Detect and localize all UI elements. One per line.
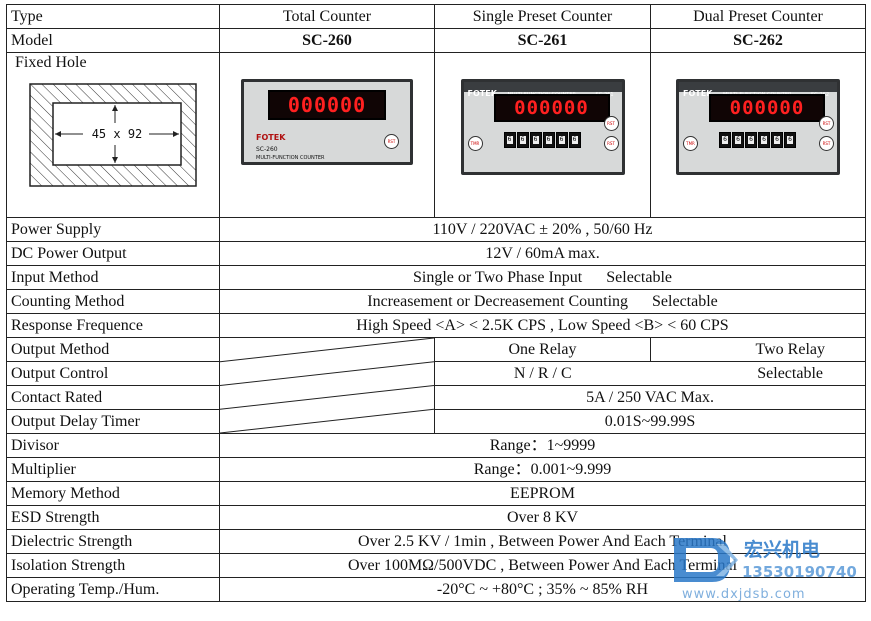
row-label: Counting Method [6, 289, 220, 314]
spec-row: Input Method Single or Two Phase Input S… [6, 265, 866, 290]
sc260-model-text: SC-260 [256, 146, 278, 153]
sc261-rst-bottom: RST [603, 136, 619, 151]
output-control-value: N / R / C [434, 361, 651, 386]
sc261-display: 000000 [493, 94, 610, 122]
row-label: Dielectric Strength [6, 529, 220, 554]
model-sc260: SC-260 [219, 28, 435, 53]
row-label: Power Supply [6, 217, 220, 242]
row-value: EEPROM [219, 481, 866, 506]
spec-row: Divisor Range：1~9999 [6, 433, 866, 458]
contact-rated-value: 5A / 250 VAC Max. [434, 385, 866, 410]
hole-dimension: 45 x 92 [92, 127, 143, 141]
row-value: Range：1~9999 [219, 433, 866, 458]
row-value: -20°C ~ +80°C ; 35% ~ 85% RH [219, 577, 866, 602]
sc261-brand: FOTEK [467, 89, 497, 98]
sc260-sub-text: MULTI-FUNCTION COUNTER [256, 155, 325, 161]
sc262-image-cell: FOTEK MULTI-FUNCTION COUNTER SC-262 0000… [650, 52, 866, 218]
spec-row: Isolation Strength Over 100MΩ/500VDC , B… [6, 553, 866, 578]
model-sc261: SC-261 [434, 28, 651, 53]
type-label: Type [6, 4, 220, 29]
output-method-label: Output Method [6, 337, 220, 362]
row-label: Isolation Strength [6, 553, 220, 578]
fixed-hole-cell: Fixed Hole [6, 52, 220, 218]
output-control-row: Output Control N / R / C Selectable [6, 361, 866, 386]
row-label: Memory Method [6, 481, 220, 506]
spec-row: Response Frequence High Speed <A> < 2.5K… [6, 313, 866, 338]
type-row: Type Total Counter Single Preset Counter… [6, 4, 866, 29]
header-total-counter: Total Counter [219, 4, 435, 29]
row-value: 12V / 60mA max. [219, 241, 866, 266]
spec-row: DC Power Output 12V / 60mA max. [6, 241, 866, 266]
row-value: Over 8 KV [219, 505, 866, 530]
spec-table: Type Total Counter Single Preset Counter… [6, 4, 866, 602]
spec-row: ESD Strength Over 8 KV [6, 505, 866, 530]
output-control-label: Output Control [6, 361, 220, 386]
fixed-hole-diagram: 45 x 92 [29, 83, 197, 187]
output-delay-value: 0.01S~99.99S [434, 409, 866, 434]
row-value: Single or Two Phase Input Selectable [219, 265, 866, 290]
row-value: Over 100MΩ/500VDC , Between Power And Ea… [219, 553, 866, 578]
contact-rated-label: Contact Rated [6, 385, 220, 410]
sc260-device: 000000 FOTEK SC-260 MULTI-FUNCTION COUNT… [241, 79, 413, 165]
row-label: Operating Temp./Hum. [6, 577, 220, 602]
spec-row: Dielectric Strength Over 2.5 KV / 1min ,… [6, 529, 866, 554]
output-control-note: Selectable [650, 361, 866, 386]
spec-row: Multiplier Range：0.001~9.999 [6, 457, 866, 482]
sc262-display: 000000 [709, 94, 825, 122]
sc262-rst-bottom: RST [819, 136, 834, 151]
sc261-device: FOTEK MULTI-FUNCTION COUNTER SC-261 0000… [460, 79, 625, 175]
spec-row: Power Supply 110V / 220VAC ± 20% , 50/60… [6, 217, 866, 242]
sc261-rst-top: RST [603, 116, 619, 131]
two-relay: Two Relay [650, 337, 866, 362]
one-relay: One Relay [434, 337, 651, 362]
sc262-brand: FOTEK [683, 89, 713, 98]
spec-row: Operating Temp./Hum. -20°C ~ +80°C ; 35%… [6, 577, 866, 602]
model-row: Model SC-260 SC-261 SC-262 [6, 28, 866, 53]
row-value: Range：0.001~9.999 [219, 457, 866, 482]
output-delay-label: Output Delay Timer [6, 409, 220, 434]
row-value: High Speed <A> < 2.5K CPS , Low Speed <B… [219, 313, 866, 338]
contact-rated-row: Contact Rated 5A / 250 VAC Max. [6, 385, 866, 410]
sc260-display: 000000 [268, 90, 386, 120]
row-value: 110V / 220VAC ± 20% , 50/60 Hz [219, 217, 866, 242]
spec-row: Counting Method Increasement or Decrease… [6, 289, 866, 314]
row-label: Multiplier [6, 457, 220, 482]
sc260-rst-button: RST [384, 134, 399, 149]
sc260-image-cell: 000000 FOTEK SC-260 MULTI-FUNCTION COUNT… [219, 52, 435, 218]
sc261-tmr-button: TMR [467, 136, 483, 151]
model-sc262: SC-262 [650, 28, 866, 53]
row-label: ESD Strength [6, 505, 220, 530]
spec-row: Memory Method EEPROM [6, 481, 866, 506]
fixed-hole-label: Fixed Hole [15, 54, 87, 71]
sc260-brand: FOTEK [256, 133, 286, 142]
sc262-rst-top: RST [819, 116, 834, 131]
row-label: DC Power Output [6, 241, 220, 266]
not-applicable-strikes [220, 338, 434, 433]
image-row: Fixed Hole [6, 52, 866, 218]
row-label: Input Method [6, 265, 220, 290]
header-single-preset: Single Preset Counter [434, 4, 651, 29]
output-method-row: Output Method One Relay Two Relay [6, 337, 866, 434]
not-applicable-cell [219, 337, 435, 434]
row-label: Divisor [6, 433, 220, 458]
sc262-device: FOTEK MULTI-FUNCTION COUNTER SC-262 0000… [676, 79, 840, 175]
header-dual-preset: Dual Preset Counter [650, 4, 866, 29]
model-label: Model [6, 28, 220, 53]
sc261-image-cell: FOTEK MULTI-FUNCTION COUNTER SC-261 0000… [434, 52, 651, 218]
row-value: Increasement or Decreasement Counting Se… [219, 289, 866, 314]
sc262-tmr-button: TMR [683, 136, 698, 151]
row-label: Response Frequence [6, 313, 220, 338]
output-delay-row: Output Delay Timer 0.01S~99.99S [6, 409, 866, 434]
row-value: Over 2.5 KV / 1min , Between Power And E… [219, 529, 866, 554]
